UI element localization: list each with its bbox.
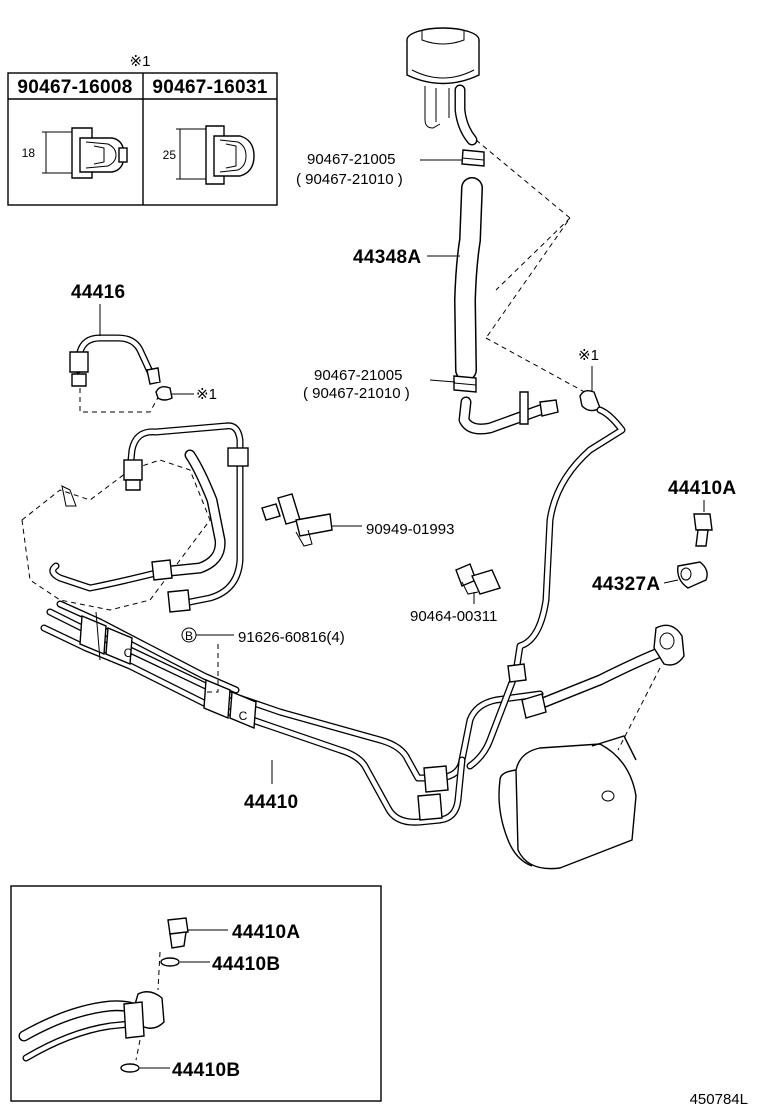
pipe-44410: [40, 406, 685, 826]
clamp-16008-drawing: [42, 127, 128, 179]
clamp-table: ※1 90467-16008 90467-16031 18 25: [7, 53, 278, 206]
tube-44416: [69, 334, 161, 387]
inset-detail: [10, 885, 382, 1102]
hose-clip-right: [579, 389, 601, 412]
clamp-c-left: C: [79, 611, 133, 666]
hose-44348a: [453, 177, 483, 381]
inset-bolt-44410a: [167, 917, 189, 935]
label-clamp-90464: 90464-00311: [410, 608, 497, 625]
label-mark-right: ※1: [578, 347, 599, 364]
pump-pipes: [49, 422, 249, 613]
label-inset-washer-upper: 44410B: [212, 954, 280, 975]
clamp-dim-25: 25: [163, 148, 177, 162]
label-inset-washer-lower: 44410B: [172, 1060, 240, 1081]
label-tube-44416: 44416: [71, 282, 125, 303]
label-hose-44348a: 44348A: [353, 247, 421, 268]
gasket-44327a: [677, 561, 708, 589]
steering-gear-housing: [498, 735, 637, 870]
clamp-part-16008: 90467-16008: [17, 77, 132, 98]
label-pipe-44410: 44410: [244, 792, 298, 813]
label-mark-left: ※1: [196, 386, 217, 403]
clamp-dim-18: 18: [22, 146, 36, 160]
clamp-c-mid: C: [203, 678, 257, 730]
bolt-44410a: [693, 513, 713, 547]
clamp-16031-drawing: [176, 125, 255, 185]
clamp-part-16031: 90467-16031: [152, 77, 267, 98]
hose-clamp-upper: [461, 149, 485, 167]
label-bolt-91626: 91626-60816(4): [238, 629, 345, 646]
diagram-code: 450784L: [690, 1091, 748, 1108]
clamp-90464: [455, 563, 501, 595]
hose-clip-left: [155, 385, 173, 401]
label-inset-bolt: 44410A: [232, 922, 300, 943]
label-clamp-upper-b: ( 90467-21010 ): [296, 171, 403, 188]
inset-washer-lower: [120, 1063, 140, 1073]
label-bolt-44410a: 44410A: [668, 478, 736, 499]
label-clamp-upper-a: 90467-21005: [307, 151, 395, 168]
hose-clamp-lower: [453, 375, 477, 393]
label-gasket-44327a: 44327A: [592, 574, 660, 595]
clamp-90949: [261, 493, 333, 547]
label-clamp-lower-b: ( 90467-21010 ): [303, 385, 410, 402]
reservoir-tank: [406, 27, 480, 146]
label-clamp-c-2: C: [239, 709, 248, 723]
label-circle-b: B: [185, 629, 193, 643]
label-clamp-90949: 90949-01993: [366, 521, 454, 538]
inset-washer-upper: [160, 957, 180, 967]
clamp-table-mark: ※1: [130, 53, 151, 70]
label-clamp-c-1: C: [124, 646, 133, 660]
label-clamp-lower-a: 90467-21005: [314, 367, 402, 384]
return-hose-short: [458, 391, 559, 435]
